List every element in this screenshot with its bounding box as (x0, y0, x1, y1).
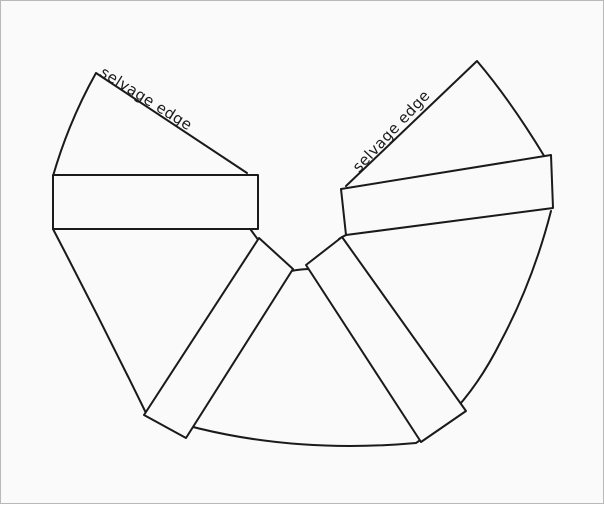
right-selvage-label: selvage edge (349, 87, 434, 176)
left-selvage-label: selvage edge (97, 63, 196, 134)
band-top-right (340, 154, 554, 236)
outer-outline (52, 60, 552, 448)
band-lower-left (143, 237, 294, 439)
band-top-left (52, 174, 259, 230)
band-lower-right (305, 236, 467, 443)
